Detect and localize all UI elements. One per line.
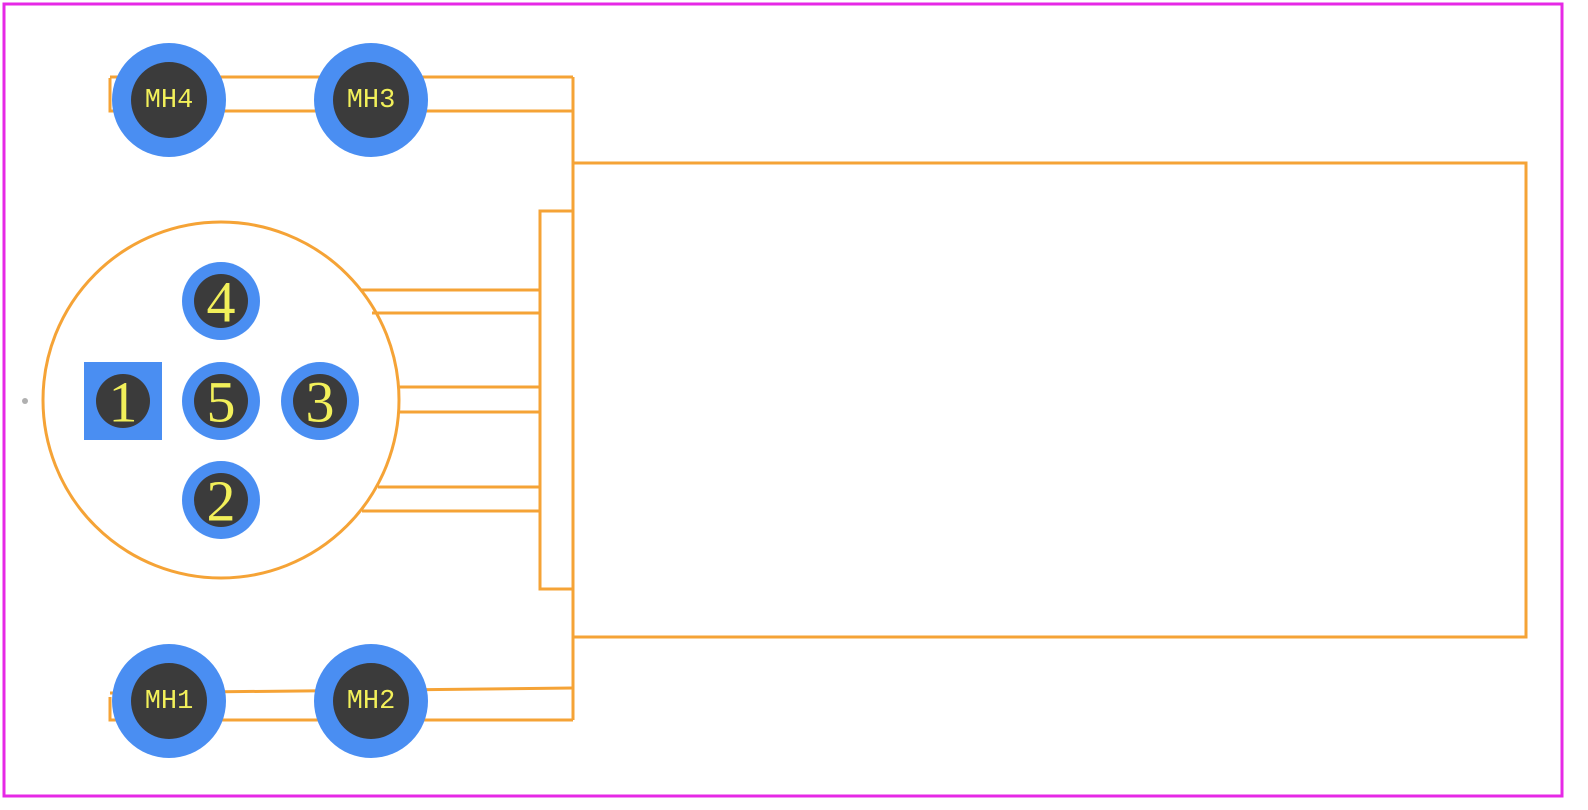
pad-pin-3[interactable]: 3: [281, 362, 359, 440]
pin-3-label: 3: [306, 370, 335, 435]
silkscreen-outline: [41, 75, 1528, 722]
pad-pin-5[interactable]: 5: [182, 362, 260, 440]
mounting-hole-mh2[interactable]: MH2: [314, 644, 428, 758]
pin-5-label: 5: [207, 370, 236, 435]
mounting-hole-mh3[interactable]: MH3: [314, 43, 428, 157]
pad-pin-1[interactable]: 1: [84, 362, 162, 440]
pin-2-label: 2: [207, 469, 236, 534]
origin-marker: [22, 398, 28, 404]
pad-pin-4[interactable]: 4: [182, 262, 260, 340]
mounting-hole-mh1[interactable]: MH1: [112, 644, 226, 758]
mh4-label: MH4: [145, 86, 194, 116]
silk-connector-circle: [41, 220, 401, 580]
mh2-label: MH2: [347, 687, 396, 717]
pin-1-label: 1: [109, 370, 138, 435]
mounting-hole-mh4[interactable]: MH4: [112, 43, 226, 157]
pad-pin-2[interactable]: 2: [182, 461, 260, 539]
silk-flange: [538, 209, 573, 591]
pin-4-label: 4: [207, 270, 236, 335]
mh1-label: MH1: [145, 687, 194, 717]
silk-body-rect: [571, 161, 1528, 639]
board-outline: [2, 2, 1564, 798]
mh3-label: MH3: [347, 86, 396, 116]
